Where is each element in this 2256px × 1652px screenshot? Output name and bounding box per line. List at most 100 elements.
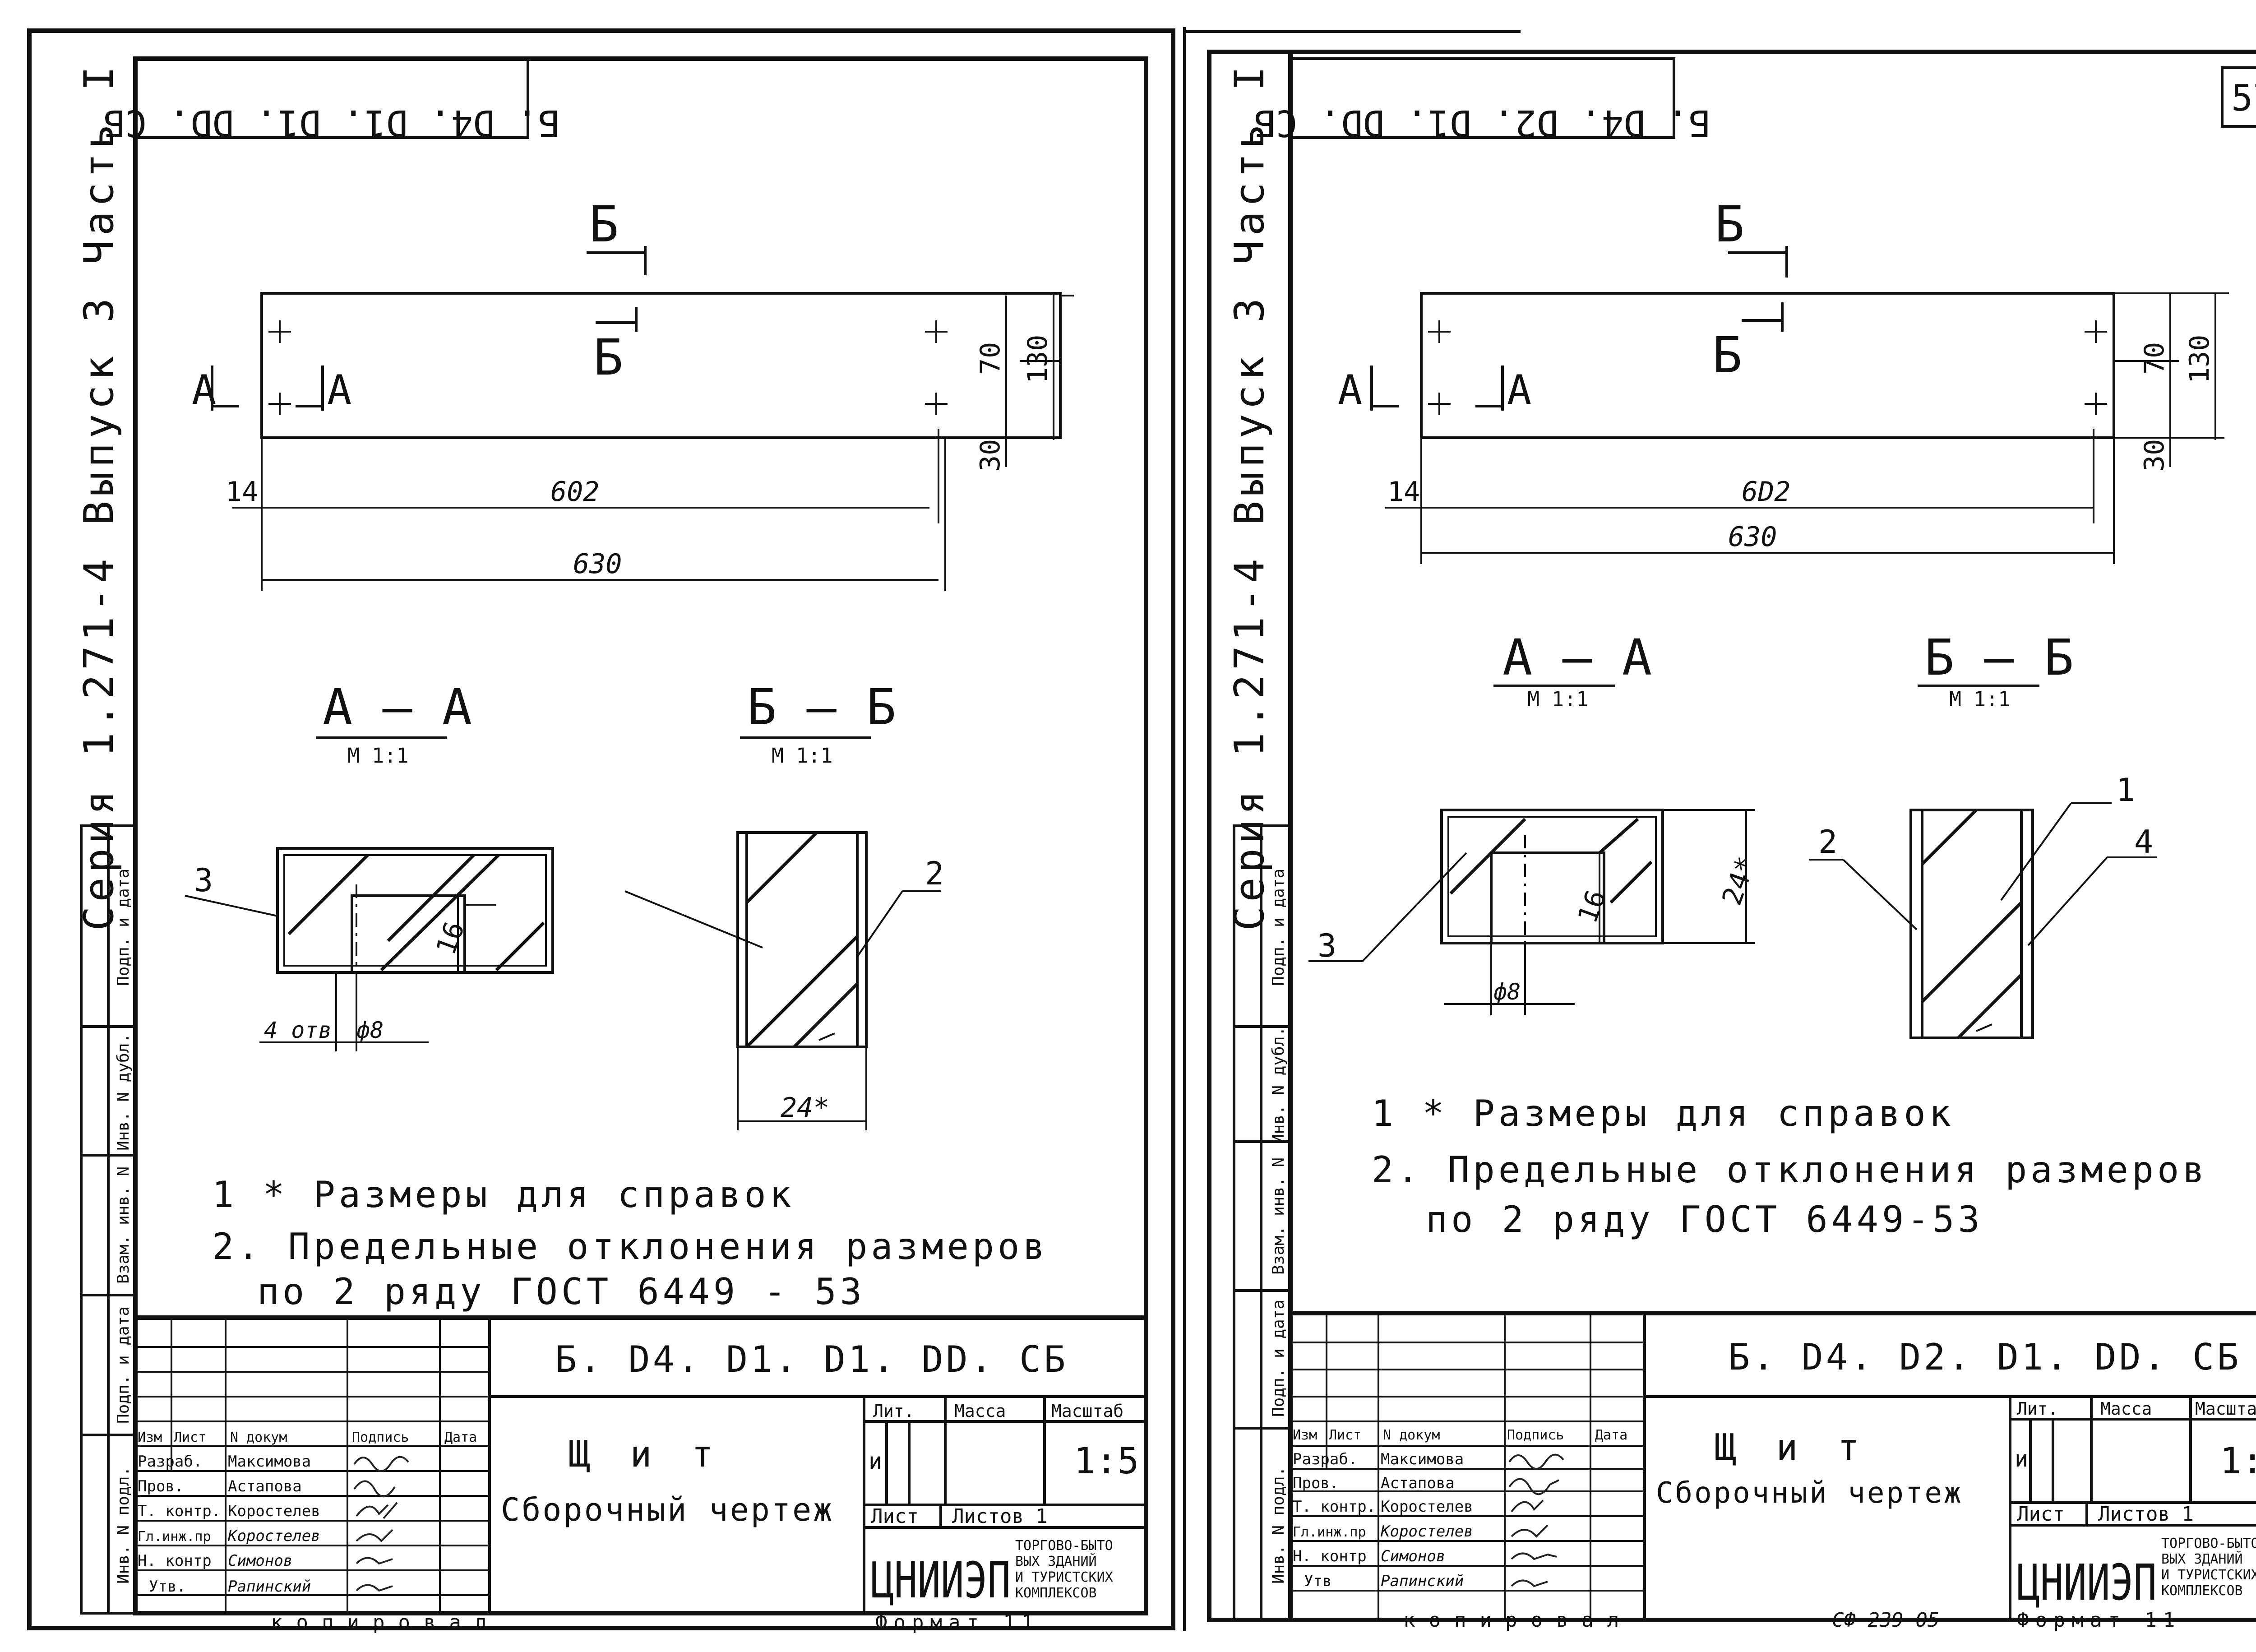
left-tb-name-5: Симонов [228, 1552, 292, 1570]
right-sf-code: СФ-239-05 [1832, 1609, 1939, 1632]
left-tb-name2: Сборочный чертеж [501, 1491, 834, 1528]
right-series-text: Серия 1.271-4 Выпуск 3 Часть I [1226, 62, 1273, 931]
right-tb-org-text-1: ТОРГОВО-БЫТО [2161, 1536, 2256, 1551]
right-tb-name-1: Максимова [1381, 1450, 1464, 1468]
left-plan-crosses [268, 320, 948, 415]
right-signatures [1508, 1453, 1564, 1587]
right-tb-role-5: Н. контр [1293, 1547, 1367, 1565]
right-tb-role-2: Пров. [1293, 1474, 1339, 1492]
left-dim-130: 130 [1022, 335, 1054, 384]
left-leader-3: 3 [194, 862, 213, 899]
left-section-a-title: А – А [323, 678, 472, 736]
right-dim-70: 70 [2139, 342, 2170, 375]
right-page-no-box [2221, 66, 2256, 128]
right-note-3: по 2 ряду ГОСТ 6449-53 [1426, 1199, 1983, 1240]
right-tb-hdr-list: Лист [1329, 1427, 1361, 1443]
left-tb-org-logo: ЦНИИЭП [871, 1551, 1011, 1609]
left-tb-org-text-4: КОМПЛЕКСОВ [1015, 1585, 1097, 1601]
left-tb-role-5: Н. контр [138, 1552, 212, 1570]
right-tb-massa: Масса [2100, 1399, 2152, 1419]
right-tb-role-3: Т. контр. [1293, 1498, 1376, 1516]
left-tb-role-3: Т. контр. [138, 1502, 221, 1520]
left-section-a-drawing [185, 847, 554, 1051]
left-tb-role-2: Пров. [138, 1477, 184, 1495]
right-section-b-scale: М 1:1 [1949, 687, 2010, 711]
left-leader-2: 2 [925, 855, 944, 892]
left-series-text: Серия 1.271-4 Выпуск 3 Часть I [75, 62, 123, 931]
right-dim-14: 14 [1387, 476, 1420, 508]
right-leader-2: 2 [1818, 824, 1837, 861]
right-sheet: Б. D4. D2. D1. DD. СБ 57 Серия 1.271-4 В… [1207, 50, 2256, 1632]
left-tb-hdr-ndok: N докум [230, 1430, 287, 1445]
right-leader-1: 1 [2116, 772, 2135, 809]
left-section-b-scale: М 1:1 [772, 744, 832, 768]
right-tb-name-2: Астапова [1381, 1474, 1455, 1492]
right-tb-masshtab: Масштаб [2195, 1399, 2256, 1419]
right-leader-4: 4 [2134, 824, 2153, 861]
right-tb-scale-value: 1:5 [2220, 1440, 2256, 1482]
right-title-block [1290, 1311, 2256, 1620]
right-tb-sheet: Лист [2017, 1503, 2065, 1526]
right-tb-role-4: Гл.инж.пр [1293, 1524, 1366, 1540]
left-plan-dim-lines [232, 293, 1074, 591]
left-note-1: 1 * Размеры для справок [212, 1174, 795, 1216]
right-format: Формат 11 [2017, 1609, 2181, 1632]
left-plan-rect [260, 292, 1062, 439]
left-tb-role-1: Разраб. [138, 1453, 202, 1471]
right-tb-name-3: Коростелев [1381, 1498, 1473, 1516]
right-tb-hdr-izm: Изм [1293, 1427, 1317, 1443]
right-plan-dim-lines [1385, 292, 2229, 564]
left-tb-name-1: Максимова [228, 1453, 311, 1471]
right-side-cell-5: Подп. и дата [1269, 869, 1288, 986]
right-note-1: 1 * Размеры для справок [1372, 1092, 1955, 1134]
left-tb-scale-value: 1:5 [1074, 1440, 1139, 1482]
right-page-no: 57 [2231, 77, 2256, 119]
left-tb-name-3: Коростелев [228, 1502, 320, 1520]
left-dim-630: 630 [573, 548, 622, 580]
left-dim-70: 70 [975, 342, 1006, 375]
left-dim-14: 14 [226, 476, 258, 508]
left-tb-name-2: Астапова [228, 1477, 302, 1495]
left-sb-dim-24: 24* [781, 1092, 829, 1124]
right-tb-hdr-ndok: N докум [1383, 1427, 1440, 1443]
right-dim-130: 130 [2184, 335, 2215, 384]
left-tb-massa: Масса [954, 1401, 1006, 1421]
right-tb-name1: Щ и т [1715, 1426, 1868, 1468]
left-section-a-scale: М 1:1 [347, 744, 408, 768]
right-section-b-drawing [1809, 802, 2157, 1039]
left-dim-30: 30 [975, 439, 1006, 472]
left-tb-name1: Щ и т [569, 1433, 722, 1475]
right-side-cell-1: Инв. N подл. [1269, 1467, 1288, 1584]
left-tb-lit-value: и [869, 1448, 882, 1474]
left-tb-hdr-list: Лист [174, 1430, 206, 1445]
left-title-block [135, 1315, 1146, 1613]
left-tb-role-4: Гл.инж.пр [138, 1529, 211, 1545]
right-section-a-scale: М 1:1 [1527, 687, 1588, 711]
left-marker-a-left: А [192, 366, 216, 414]
left-tb-role-6: Утв. [149, 1578, 186, 1596]
left-outer-frame [27, 28, 1175, 1630]
left-side-cell-2: Подп. и дата [114, 1306, 133, 1424]
right-tb-hdr-podp: Подпись [1507, 1427, 1564, 1443]
left-tb-org-text-3: И ТУРИСТСКИХ [1015, 1569, 1113, 1585]
left-dim-602: 602 [550, 476, 599, 508]
right-copied: копировал [1403, 1609, 1632, 1632]
left-side-cell-3: Взам. инв. N [114, 1166, 133, 1284]
right-marker-b-mid: Б [1712, 326, 1742, 384]
right-tb-org-text-2: ВЫХ ЗДАНИЙ [2161, 1551, 2243, 1567]
left-format: Формат 11 [875, 1611, 1040, 1634]
left-section-b-title: Б – Б [747, 678, 896, 736]
right-side-cell-2: Подп. и дата [1269, 1300, 1288, 1417]
right-tb-org-text-3: И ТУРИСТСКИХ [2161, 1567, 2256, 1583]
right-marker-a-left: А [1338, 366, 1362, 414]
right-sa-phi8: ф8 [1493, 979, 1521, 1005]
left-side-cell-5: Подп. и дата [114, 869, 133, 986]
left-side-cell-1: Инв. N подл. [114, 1467, 133, 1584]
right-marker-b-top: Б [1715, 195, 1744, 253]
right-tb-lit-value: и [2015, 1446, 2028, 1472]
right-tb-role-6: Утв [1304, 1572, 1331, 1590]
right-plan-crosses [1428, 320, 2107, 415]
left-tb-code: Б. D4. D1. D1. DD. СБ [555, 1338, 1068, 1380]
left-copied: копировал [271, 1611, 500, 1634]
